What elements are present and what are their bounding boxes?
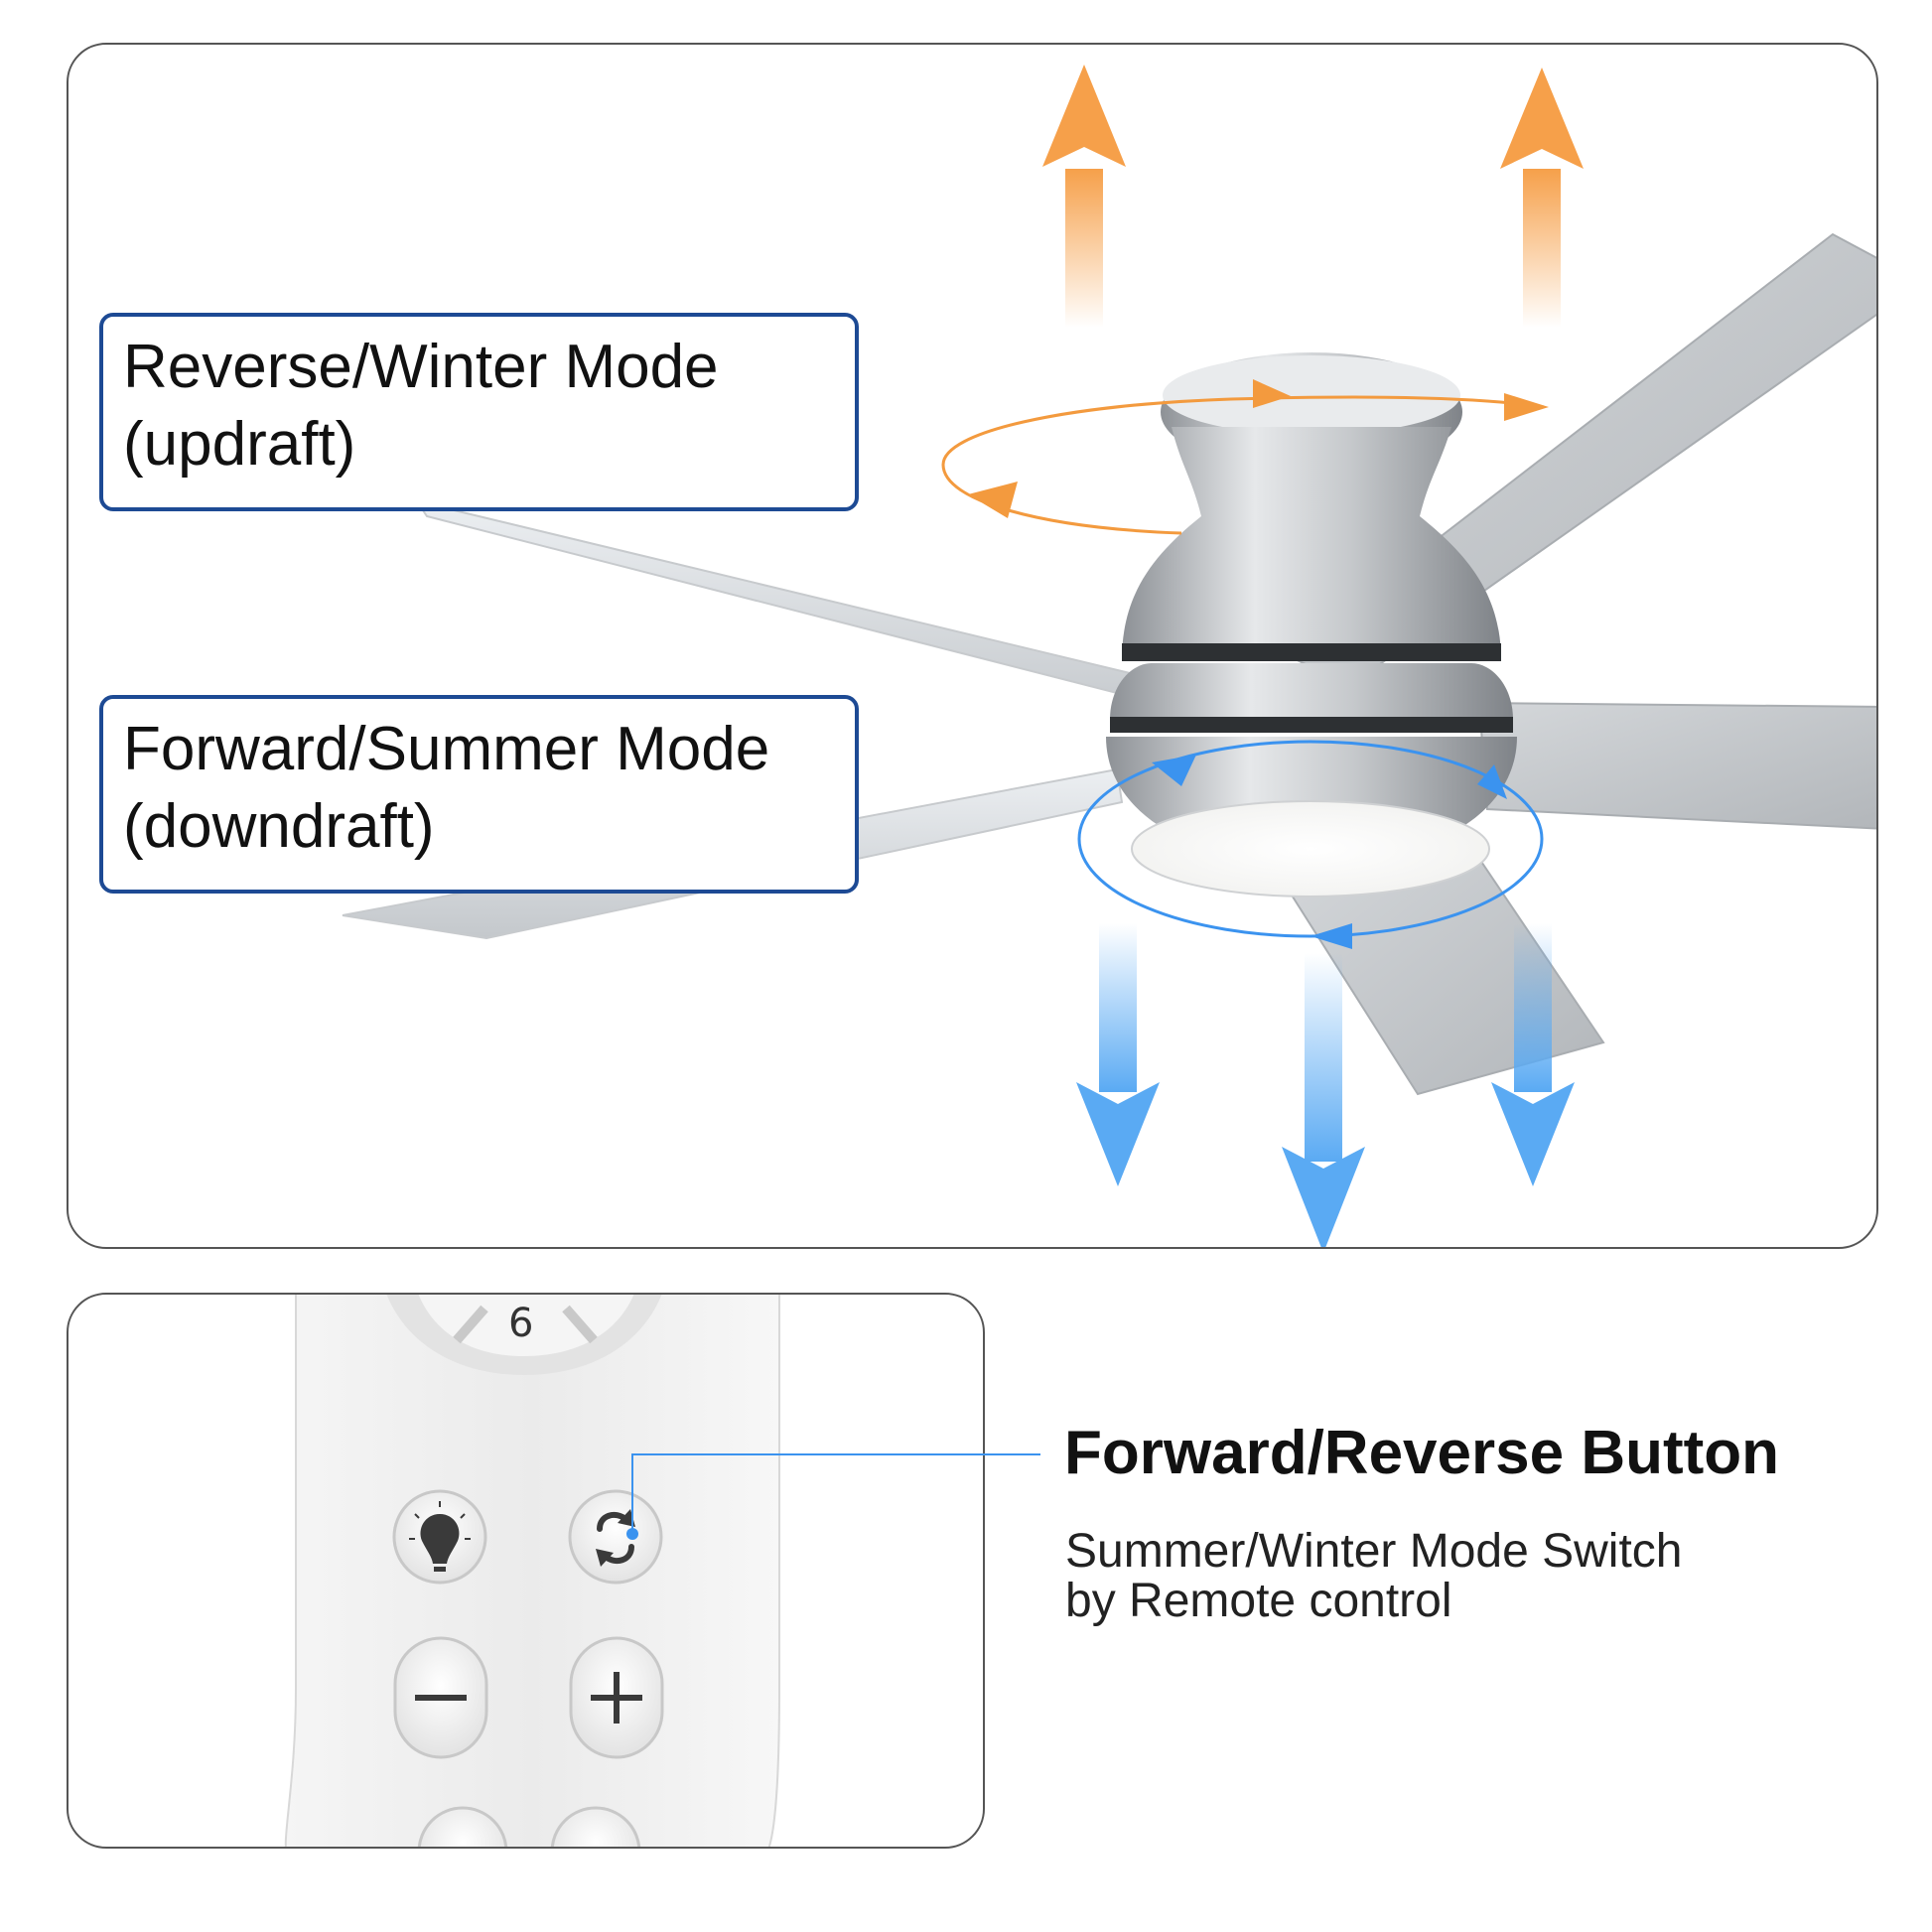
fan-motor-housing: [1106, 352, 1517, 897]
reverse-mode-title: Reverse/Winter Mode: [123, 333, 719, 401]
forward-mode-subtitle: (downdraft): [123, 792, 435, 861]
minus-icon: [415, 1695, 467, 1701]
callout-line: [631, 1453, 1040, 1534]
plus-icon: [591, 1672, 642, 1724]
updraft-arrow-right-icon: [1500, 68, 1584, 328]
remote-body: [284, 1295, 780, 1847]
forward-mode-label: Forward/Summer Mode (downdraft): [99, 695, 859, 894]
plus-button[interactable]: [569, 1636, 664, 1759]
callout-dot: [626, 1528, 638, 1540]
fan-light-kit: [1131, 800, 1490, 897]
mode-switch-description: Summer/Winter Mode Switch by Remote cont…: [1065, 1527, 1899, 1626]
light-bulb-icon: [409, 1501, 471, 1572]
mode-switch-description-line2: by Remote control: [1065, 1575, 1452, 1627]
minus-button[interactable]: [393, 1636, 488, 1759]
reverse-mode-subtitle: (updraft): [123, 410, 356, 479]
mode-switch-description-line1: Summer/Winter Mode Switch: [1065, 1525, 1683, 1578]
forward-rotation-arrow-icon: [1077, 740, 1544, 949]
timer-button-1: [417, 1806, 508, 1847]
timer-button-2: [550, 1806, 641, 1847]
forward-reverse-button-title: Forward/Reverse Button: [1064, 1419, 1780, 1487]
downdraft-arrow-center-icon: [1282, 953, 1365, 1247]
downdraft-arrow-right-icon: [1491, 923, 1575, 1186]
downdraft-arrow-left-icon: [1076, 923, 1160, 1186]
forward-reverse-button[interactable]: [568, 1489, 663, 1585]
reverse-mode-label: Reverse/Winter Mode (updraft): [99, 313, 859, 511]
reverse-rotation-arrow-icon: [941, 379, 1549, 535]
updraft-arrow-left-icon: [1042, 65, 1126, 328]
light-bulb-button[interactable]: [392, 1489, 487, 1585]
forward-mode-title: Forward/Summer Mode: [123, 715, 770, 783]
remote-top-button-label[interactable]: 6: [508, 1301, 534, 1346]
